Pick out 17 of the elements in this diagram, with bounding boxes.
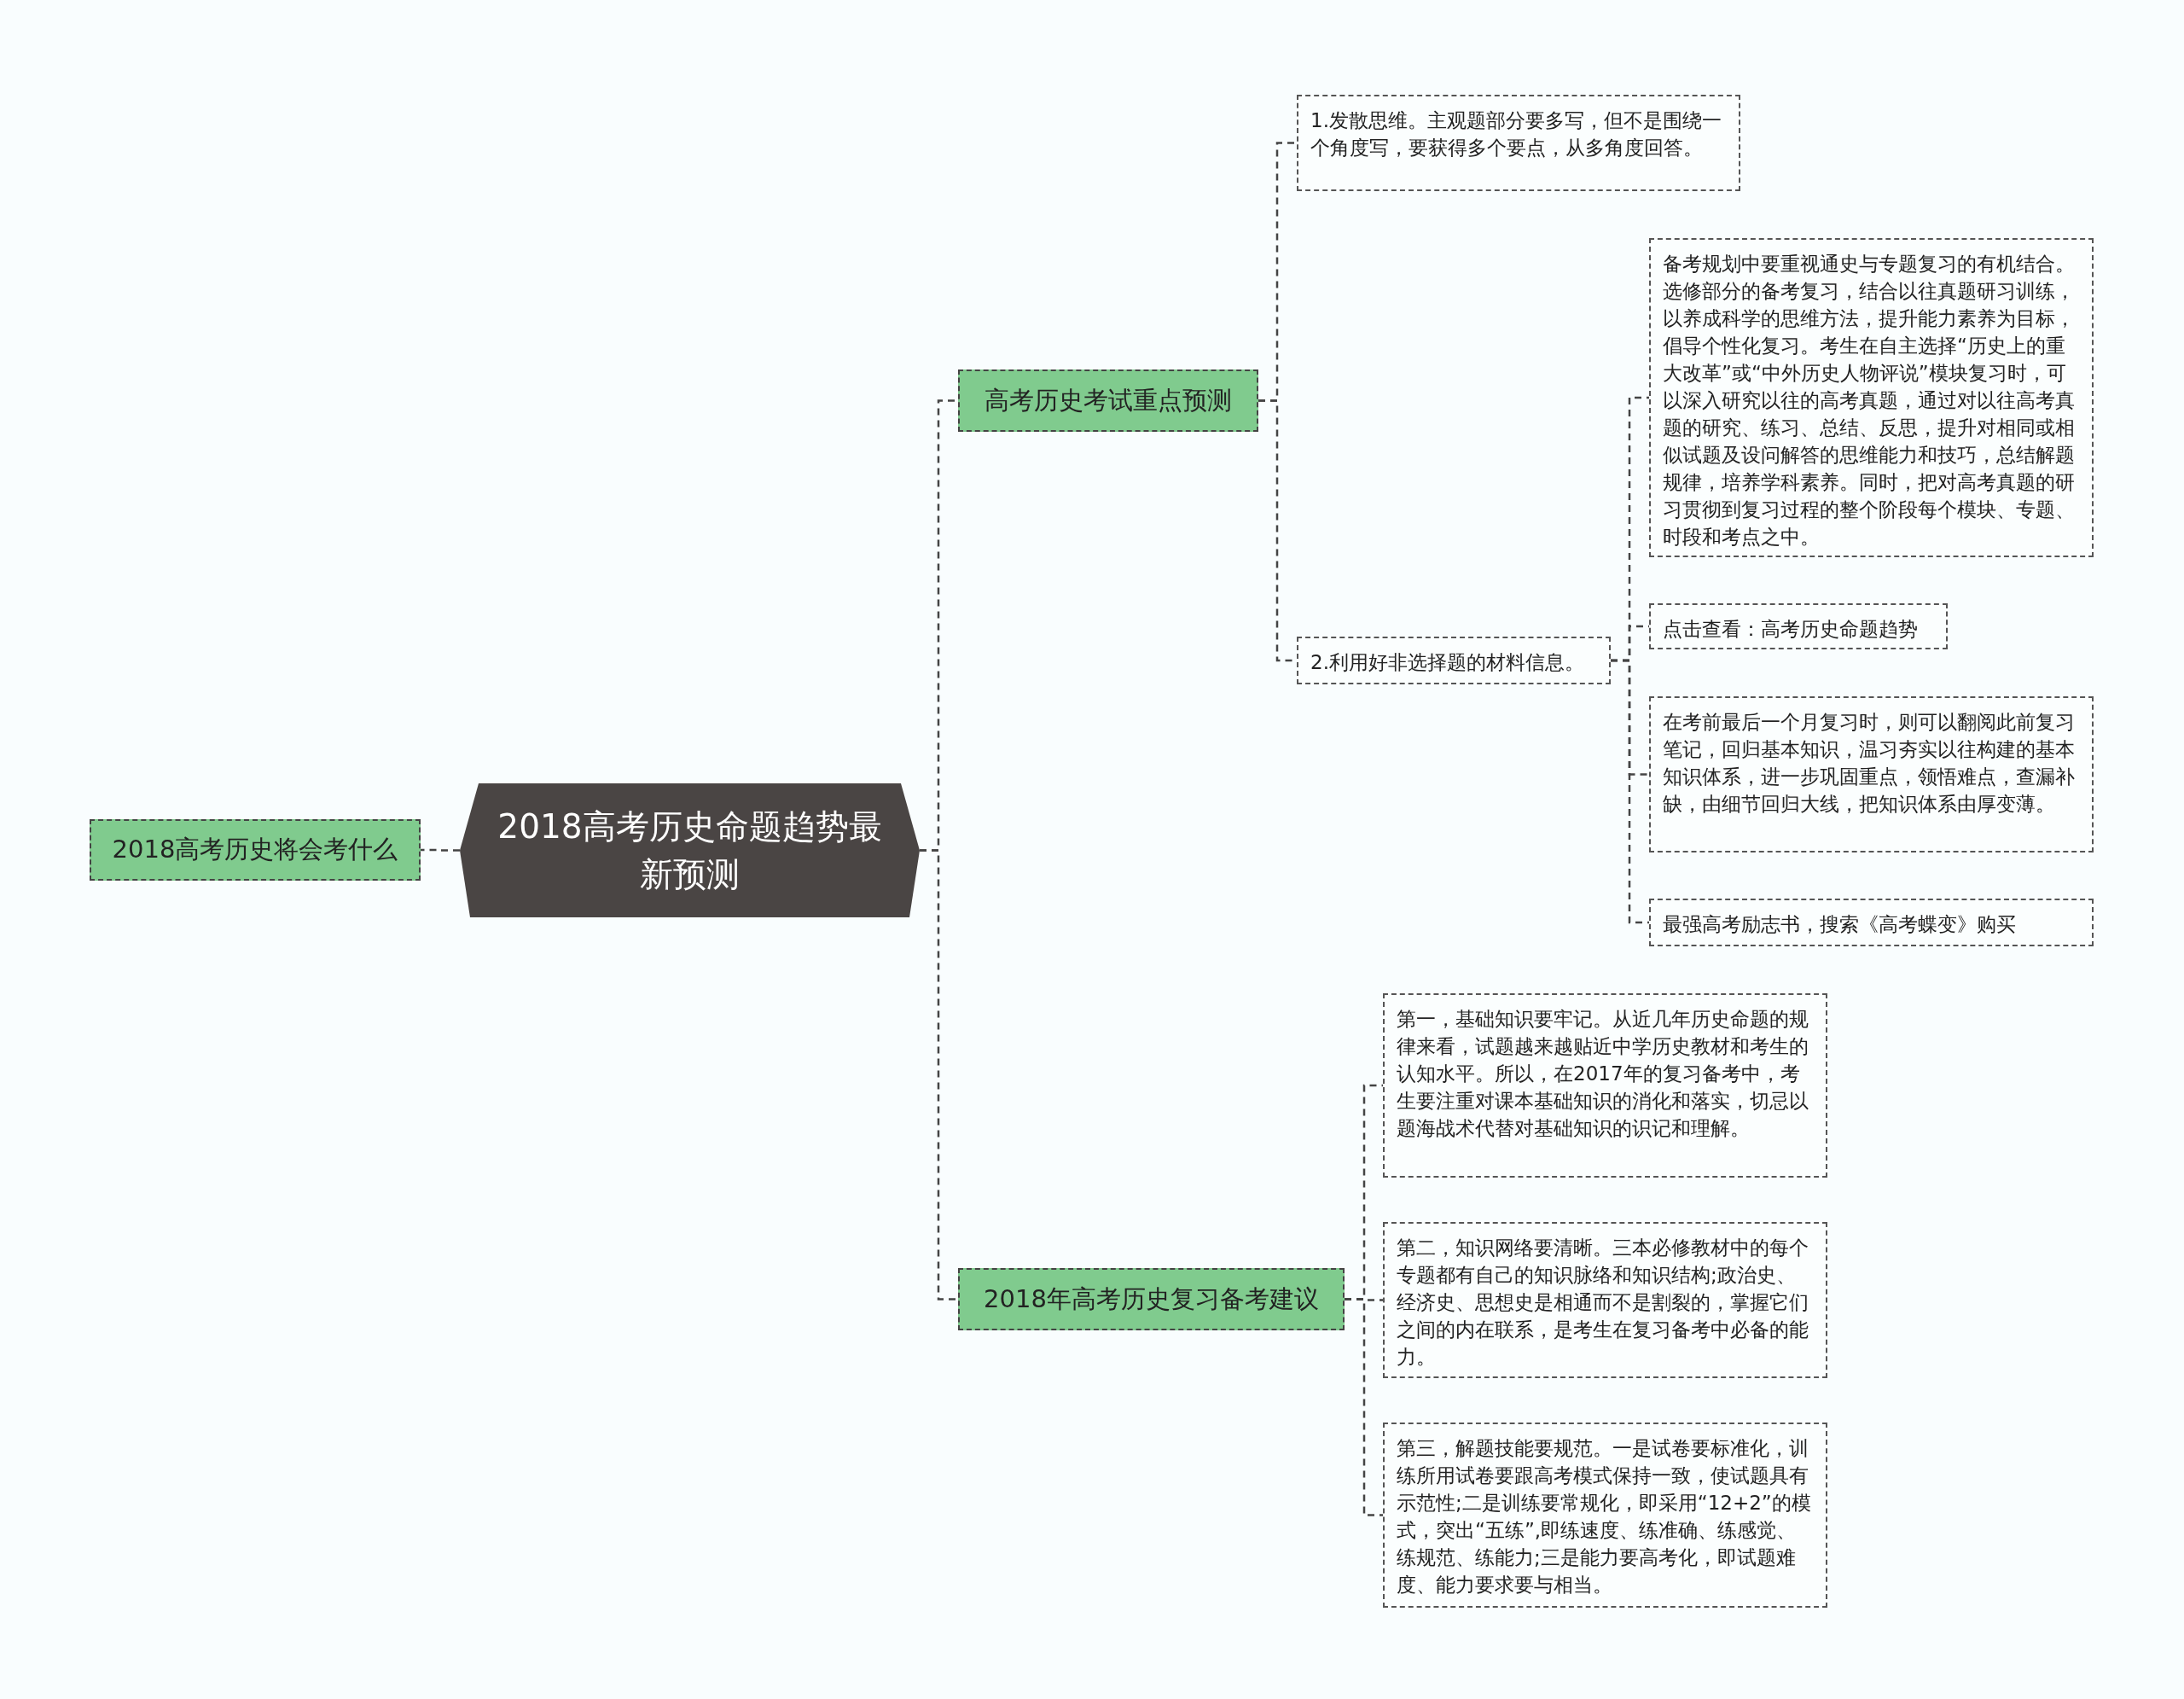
note-box: 点击查看：高考历史命题趋势 (1649, 603, 1948, 649)
note-box: 第一，基础知识要牢记。从近几年历史命题的规律来看，试题越来越贴近中学历史教材和考生的认知水平。所以，在2017年的复习备考中，考生要注重对课本基础知识的消化和落实，切忌以题海战术代替对基础知识的识记和理解。 (1383, 993, 1827, 1178)
note-box: 第二，知识网络要清晰。三本必修教材中的每个专题都有自己的知识脉络和知识结构;政治史、经济史、思想史是相通而不是割裂的，掌握它们之间的内在联系，是考生在复习备考中必备的能力。 (1383, 1222, 1827, 1378)
note-box: 第三，解题技能要规范。一是试卷要标准化，训练所用试卷要跟高考模式保持一致，使试题具有示范性;二是训练要常规化，即采用“12+2”的模式，突出“五练”,即练速度、练准确、练感觉、练规范、练能力;三是能力要高考化，即试题难度、能力要求要与相当。 (1383, 1423, 1827, 1608)
topic-box: 高考历史考试重点预测 (958, 369, 1258, 432)
note-box: 1.发散思维。主观题部分要多写，但不是围绕一个角度写，要获得多个要点，从多角度回答。 (1297, 95, 1740, 191)
topic-box: 2018年高考历史复习备考建议 (958, 1268, 1345, 1330)
connector-line (421, 848, 460, 852)
note-box: 在考前最后一个月复习时，则可以翻阅此前复习笔记，回归基本知识，温习夯实以往构建的基本知识体系，进一步巩固重点，领悟难点，查漏补缺，由细节回归大线，把知识体系由厚变薄。 (1649, 696, 2094, 852)
note-box: 备考规划中要重视通史与专题复习的有机结合。选修部分的备考复习，结合以往真题研习训练，以养成科学的思维方法，提升能力素养为目标，倡导个性化复习。考生在自主选择“历史上的重大改革”或“中外历史人物评说”模块复习时，可以深入研究以往的高考真题，通过对以往高考真题的研究、练习、总结、反思，提升对相同或相似试题及设问解答的思维能力和技巧，总结解题规律，培养学科素养。同时，把对高考真题的研习贯彻到复习过程的整个阶段每个模块、专题、时段和考点之中。 (1649, 238, 2094, 557)
connector-line (1345, 1298, 1383, 1516)
connector-line (920, 849, 958, 1300)
note-box: 最强高考励志书，搜索《高考蝶变》购买 (1649, 899, 2094, 946)
connector-line (1611, 659, 1649, 924)
central-topic-hexagon: 2018高考历史命题趋势最新预测 (460, 783, 920, 917)
note-box: 2.利用好非选择题的材料信息。 (1297, 637, 1611, 684)
topic-box: 2018高考历史将会考什么 (90, 819, 421, 881)
